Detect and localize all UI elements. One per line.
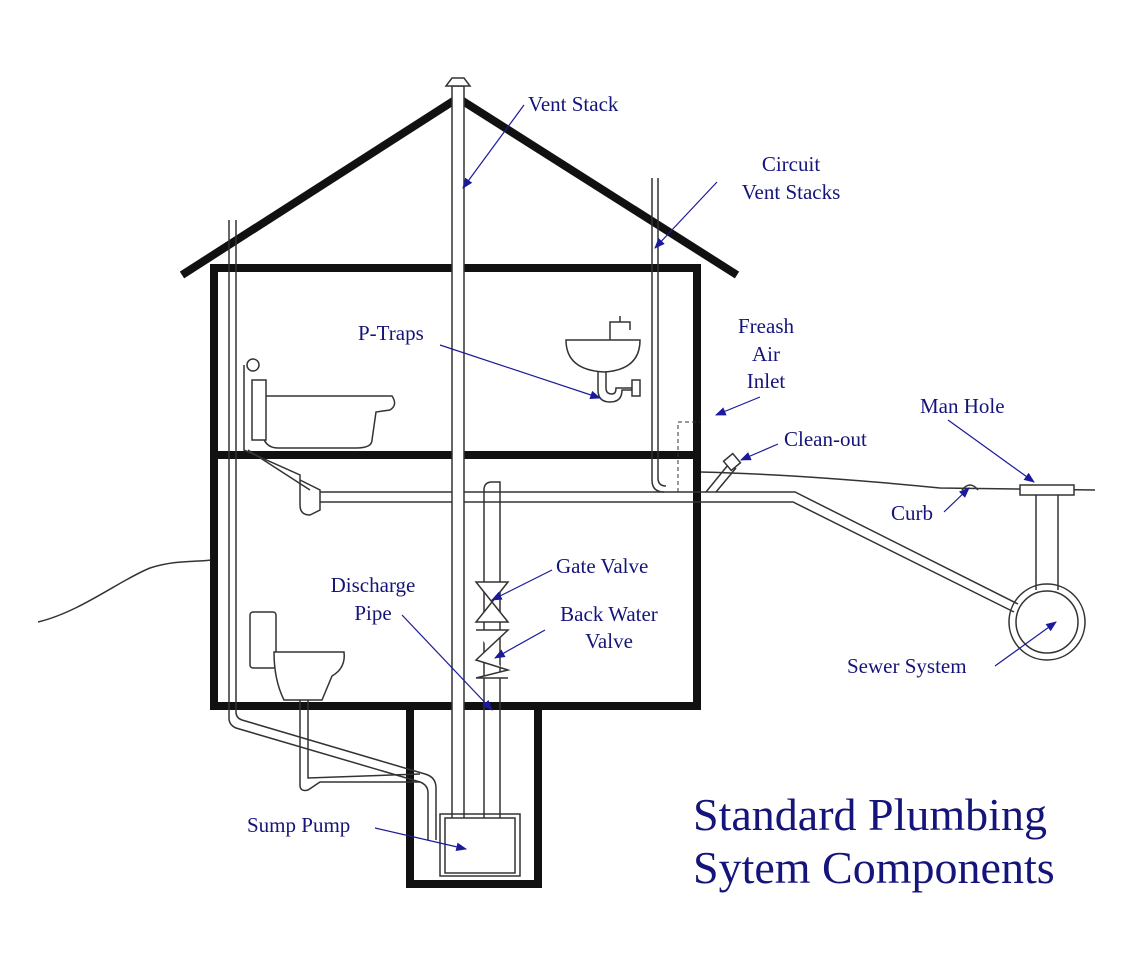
label-circuit-vent-1: Circuit — [762, 152, 820, 176]
back-water-leader — [494, 629, 546, 659]
clean-out-cap — [722, 452, 742, 472]
label-vent-stack: Vent Stack — [528, 92, 619, 116]
upstairs-toilet-handle — [246, 358, 260, 372]
main-vent-stack — [451, 85, 465, 831]
ground-line — [37, 559, 213, 623]
gate-valve-leader — [491, 569, 553, 601]
discharge-leader — [401, 614, 493, 711]
left-vent-pipe-inner — [235, 220, 437, 840]
main-drain-bottom — [320, 501, 1015, 613]
title-line-2: Sytem Components — [693, 842, 1055, 893]
label-fresh-air-2: Air — [752, 342, 780, 366]
downstairs-toilet-tank — [249, 611, 277, 669]
label-sewer-system: Sewer System — [847, 654, 967, 678]
upstairs-toilet-tank — [251, 379, 267, 441]
label-discharge-1: Discharge — [331, 573, 416, 597]
label-fresh-air-3: Inlet — [747, 369, 786, 393]
label-circuit-vent-2: Vent Stacks — [742, 180, 841, 204]
circuit-vent-stack — [651, 178, 665, 493]
fresh-air-inlet-line — [677, 421, 700, 492]
label-back-water-1: Back Water — [560, 602, 658, 626]
circuit-vent-leader — [654, 181, 718, 249]
circuit-vent-stack-inner — [657, 178, 667, 487]
sump-pump-box — [444, 817, 516, 874]
label-p-traps: P-Traps — [358, 321, 424, 345]
label-discharge-2: Pipe — [354, 601, 391, 625]
label-fresh-air-1: Freash — [738, 314, 794, 338]
downstairs-toilet-bowl — [273, 651, 345, 701]
title-line-1: Standard Plumbing — [693, 789, 1047, 840]
label-man-hole: Man Hole — [920, 394, 1005, 418]
vent-stack-cap — [444, 77, 472, 87]
manhole-shaft — [1035, 495, 1059, 590]
p-traps-leader — [439, 344, 602, 400]
gate-valve — [474, 581, 510, 623]
clean-out-pipe — [705, 464, 737, 493]
fresh-air-leader — [715, 396, 761, 416]
sump-pump-outer — [439, 813, 521, 877]
sewer-pipe-outer — [1008, 583, 1086, 661]
clean-out-leader — [740, 443, 779, 461]
main-drain-top — [320, 491, 1019, 605]
label-curb: Curb — [891, 501, 933, 525]
vent-stack-leader — [462, 104, 525, 189]
label-back-water-2: Valve — [585, 629, 633, 653]
upstairs-toilet-drain — [247, 449, 311, 491]
sink-basin — [565, 339, 641, 373]
downstairs-toilet-drain — [299, 700, 421, 792]
left-vent-pipe — [228, 220, 429, 840]
sink-faucet — [609, 316, 631, 340]
label-sump-pump: Sump Pump — [247, 813, 350, 837]
upstairs-toilet — [257, 395, 396, 449]
sink-trap-fitting — [631, 379, 641, 397]
sewer-leader — [994, 621, 1057, 667]
discharge-pipe — [483, 481, 501, 820]
label-clean-out: Clean-out — [784, 427, 867, 451]
man-hole-leader — [947, 419, 1035, 483]
basement-pit — [406, 706, 542, 888]
manhole-cover — [1019, 484, 1075, 496]
back-water-valve — [474, 629, 511, 679]
curb-bump — [961, 484, 979, 491]
curb-leader — [943, 487, 970, 513]
upstairs-toilet-supply — [243, 365, 321, 516]
label-gate-valve: Gate Valve — [556, 554, 648, 578]
sump-pump-leader — [374, 827, 468, 852]
sewer-pipe-inner — [1015, 590, 1079, 654]
